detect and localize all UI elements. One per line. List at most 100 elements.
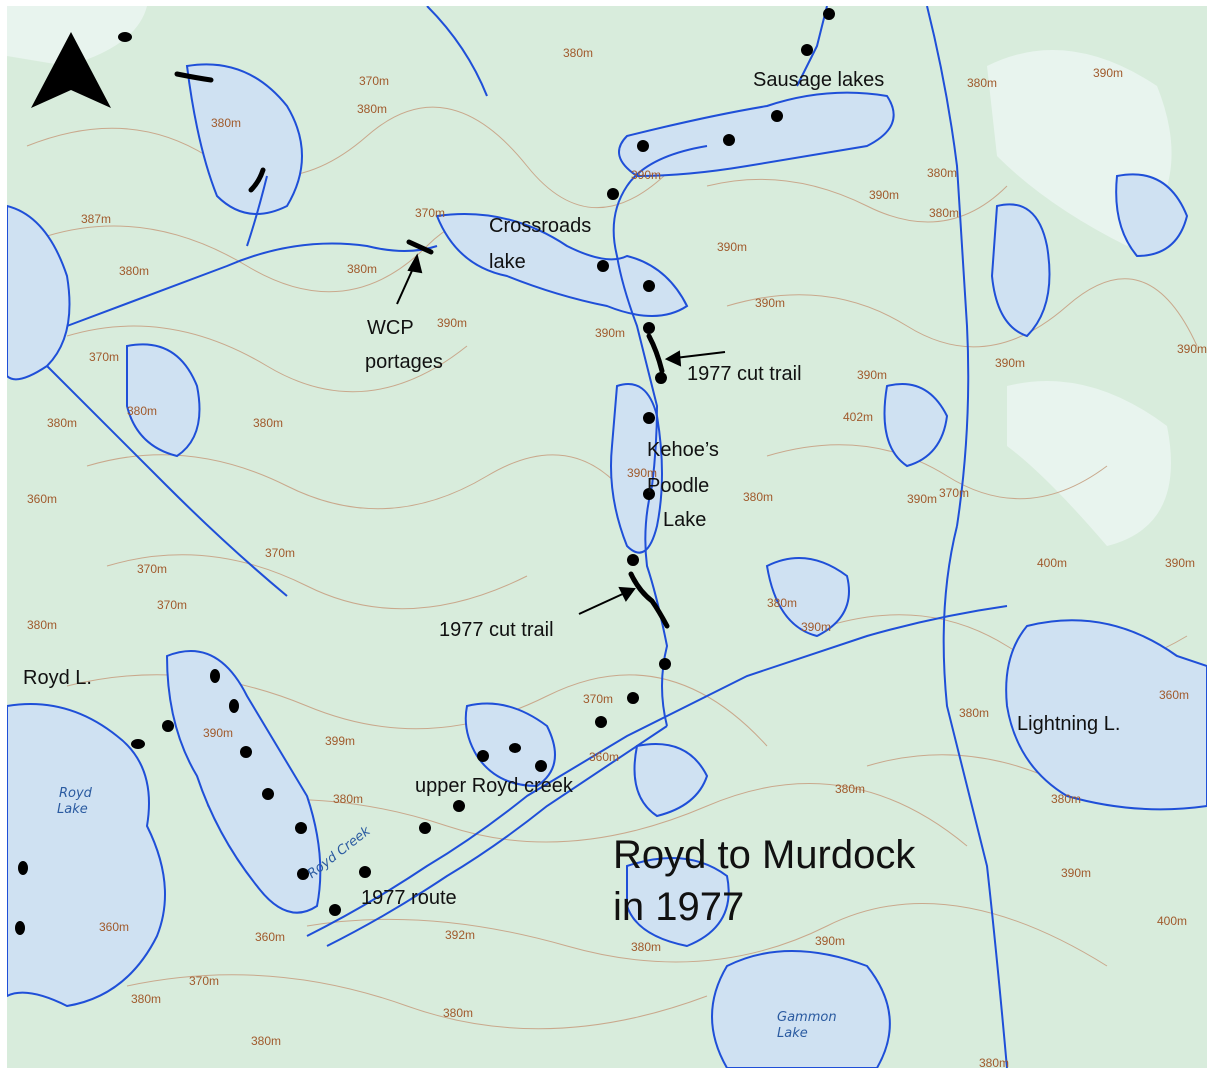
elevation-label: 380m: [959, 706, 990, 720]
central-lake: [765, 557, 850, 638]
contour-lines: [26, 106, 1207, 1030]
map-title-line2: in 1977: [613, 885, 745, 929]
elevation-label: 390m: [1177, 342, 1207, 356]
elevation-label: 380m: [253, 416, 284, 430]
elevation-label: 380m: [631, 940, 662, 954]
northwest-lake: [185, 63, 303, 215]
elevation-label: 390m: [203, 726, 234, 740]
elevation-label: 380m: [357, 102, 388, 116]
elevation-label: 380m: [1051, 792, 1082, 806]
label-sausage-lakes: Sausage lakes: [753, 69, 885, 91]
label-kehoe-1: Kehoe’s: [647, 439, 719, 461]
elevation-label: 390m: [995, 356, 1026, 370]
elevation-label: 380m: [211, 116, 242, 130]
elevation-label: 400m: [1037, 556, 1068, 570]
water-label-royd-lake-1: Royd: [59, 786, 92, 801]
elevation-label: 370m: [359, 74, 390, 88]
elevation-label: 370m: [157, 598, 188, 612]
lakes: [7, 63, 1207, 1068]
elevation-label: 380m: [131, 992, 162, 1006]
elevation-label: 380m: [251, 1034, 282, 1048]
elevation-label: 390m: [627, 466, 658, 480]
label-kehoe-2: Poodle: [647, 475, 710, 497]
elevation-label: 390m: [857, 368, 888, 382]
cut-trail-lower: [628, 571, 670, 629]
northeast-lake: [990, 203, 1051, 338]
elevation-label: 380m: [443, 1006, 474, 1020]
elevation-label: 390m: [631, 168, 662, 182]
elevation-label: 380m: [767, 596, 798, 610]
label-cut-trail-upper: 1977 cut trail: [687, 363, 802, 385]
elevation-label: 380m: [967, 76, 998, 90]
elevation-label: 387m: [81, 212, 112, 226]
elevation-label: 370m: [265, 546, 296, 560]
pointer-arrows: [396, 253, 726, 615]
kehoes-poodle-lake: [610, 383, 663, 554]
elevation-label: 392m: [445, 928, 476, 942]
label-1977-route: 1977 route: [361, 887, 457, 909]
elevation-label: 360m: [99, 920, 130, 934]
elevation-label: 402m: [843, 410, 874, 424]
water-label-gammon-1: Gammon: [777, 1010, 837, 1025]
elevation-label: 390m: [755, 296, 786, 310]
elevation-label: 360m: [1159, 688, 1190, 702]
elevation-label: 390m: [595, 326, 626, 340]
elevation-label: 370m: [583, 692, 614, 706]
label-cut-trail-lower: 1977 cut trail: [439, 619, 554, 641]
upper-royd-lake: [464, 702, 556, 788]
elevation-label: 390m: [1061, 866, 1092, 880]
elevation-label: 380m: [347, 262, 378, 276]
royd-lake: [7, 703, 166, 1008]
map-title-line1: Royd to Murdock: [613, 833, 916, 877]
elevation-label: 390m: [717, 240, 748, 254]
sausage-lakes: [618, 91, 895, 178]
map-frame[interactable]: Sausage lakes Crossroads lake WCP portag…: [7, 6, 1207, 1068]
elevation-label: 380m: [929, 206, 960, 220]
elevation-label: 380m: [563, 46, 594, 60]
elevation-label: 360m: [27, 492, 58, 506]
water-label-royd-lake-2: Lake: [57, 802, 88, 817]
elevation-label: 380m: [835, 782, 866, 796]
wcp-portage: [406, 239, 434, 255]
label-kehoe-3: Lake: [663, 509, 707, 531]
gammon-lake: [711, 950, 891, 1068]
land-background: [7, 6, 1207, 1068]
north-east-lake-2: [883, 383, 949, 468]
elevation-label: 390m: [801, 620, 832, 634]
elevation-label: 370m: [89, 350, 120, 364]
east-lake: [1115, 173, 1189, 258]
south-lake: [626, 857, 730, 948]
elevation-label: 380m: [333, 792, 364, 806]
label-wcp-2: portages: [365, 351, 443, 373]
elevation-label: 380m: [47, 416, 78, 430]
elevation-label: 370m: [137, 562, 168, 576]
label-wcp-1: WCP: [367, 317, 414, 339]
elevation-label: 360m: [255, 930, 286, 944]
elevation-label: 380m: [127, 404, 158, 418]
label-royd-l: Royd L.: [23, 667, 92, 689]
elevation-label: 390m: [907, 492, 938, 506]
elevation-label: 380m: [743, 490, 774, 504]
label-lightning-l: Lightning L.: [1017, 713, 1121, 735]
streams: [46, 6, 1008, 1068]
elevation-label: 380m: [27, 618, 58, 632]
elevation-label: 390m: [437, 316, 468, 330]
label-upper-royd-creek: upper Royd creek: [415, 775, 573, 797]
elevation-label: 390m: [869, 188, 900, 202]
water-label-gammon-2: Lake: [777, 1026, 808, 1041]
label-crossroads-1: Crossroads: [489, 215, 592, 237]
elevation-label: 390m: [1165, 556, 1196, 570]
cut-trail-upper: [646, 333, 665, 374]
elevation-label: 380m: [979, 1056, 1010, 1068]
elevation-label: 370m: [189, 974, 220, 988]
portage-northwest: [174, 71, 214, 83]
route-1977-trails: [174, 71, 670, 629]
west-lake: [7, 204, 71, 381]
elevation-label: 380m: [119, 264, 150, 278]
portage-north: [248, 167, 266, 193]
north-arrow-icon: [31, 32, 111, 108]
elevation-label: 390m: [1093, 66, 1124, 80]
mid-west-lake: [126, 343, 201, 458]
lightning-lake: [1005, 619, 1207, 811]
elevation-label: 380m: [927, 166, 958, 180]
